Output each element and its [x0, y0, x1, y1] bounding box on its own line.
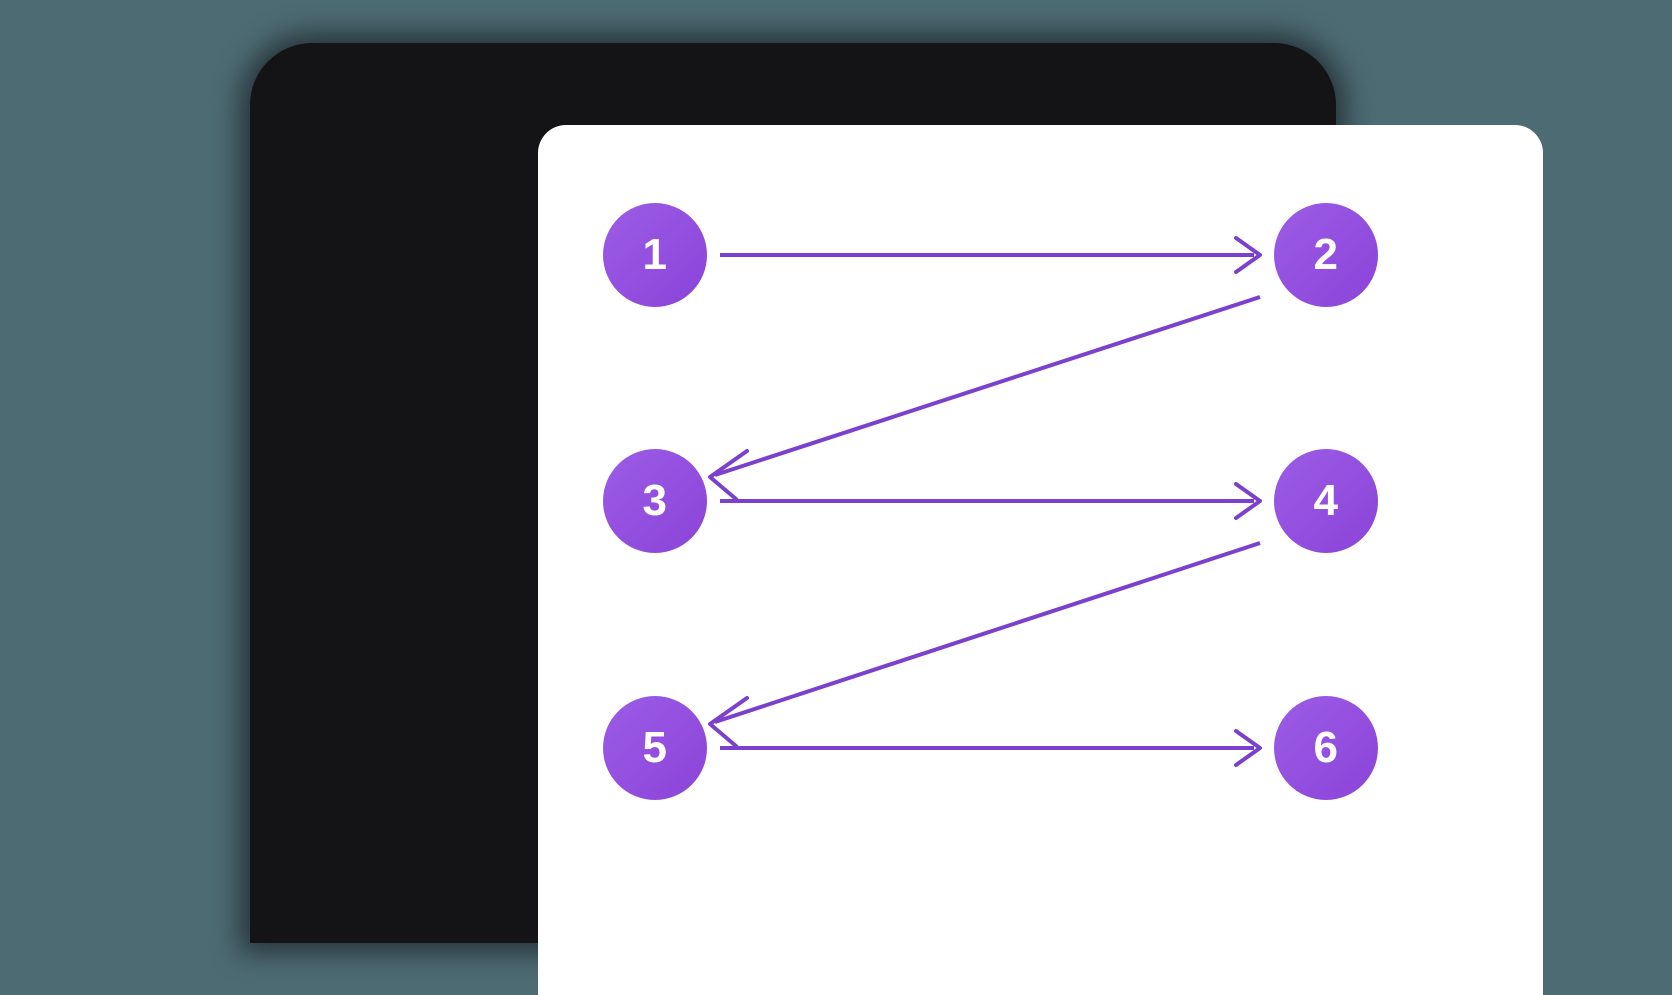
edge-4-to-5-arrowhead — [708, 696, 749, 748]
edge-5-to-6-arrowhead — [1234, 729, 1262, 767]
node-3-label: 3 — [642, 476, 668, 525]
node-4[interactable]: 4 — [1274, 449, 1378, 553]
edge-1-to-2-arrowhead — [1234, 236, 1262, 274]
edge-4-to-5-line — [714, 541, 1261, 724]
edge-5-to-6 — [720, 729, 1262, 767]
node-2[interactable]: 2 — [1274, 203, 1378, 307]
edge-2-to-3-line — [714, 295, 1261, 477]
edge-4-to-5 — [708, 541, 1261, 748]
node-4-label: 4 — [1313, 476, 1339, 525]
node-1-label: 1 — [642, 230, 668, 279]
node-2-label: 2 — [1313, 230, 1339, 279]
screen-card: 1 2 3 4 5 6 — [538, 125, 1543, 995]
node-5-label: 5 — [642, 723, 668, 772]
node-6-label: 6 — [1313, 723, 1339, 772]
edge-2-to-3 — [708, 295, 1261, 501]
diagram-edges-svg — [708, 236, 1262, 767]
device-bezel: 1 2 3 4 5 6 — [250, 43, 1543, 995]
node-6[interactable]: 6 — [1274, 696, 1378, 800]
node-1[interactable]: 1 — [603, 203, 707, 307]
diagram-canvas: 1 2 3 4 5 6 — [538, 125, 1543, 995]
node-3[interactable]: 3 — [603, 449, 707, 553]
node-5[interactable]: 5 — [603, 696, 707, 800]
edge-3-to-4-arrowhead — [1234, 482, 1262, 520]
edge-3-to-4 — [720, 482, 1262, 520]
edge-1-to-2 — [720, 236, 1262, 274]
stage: 1 2 3 4 5 6 — [250, 43, 1543, 995]
edge-2-to-3-arrowhead — [708, 449, 749, 501]
